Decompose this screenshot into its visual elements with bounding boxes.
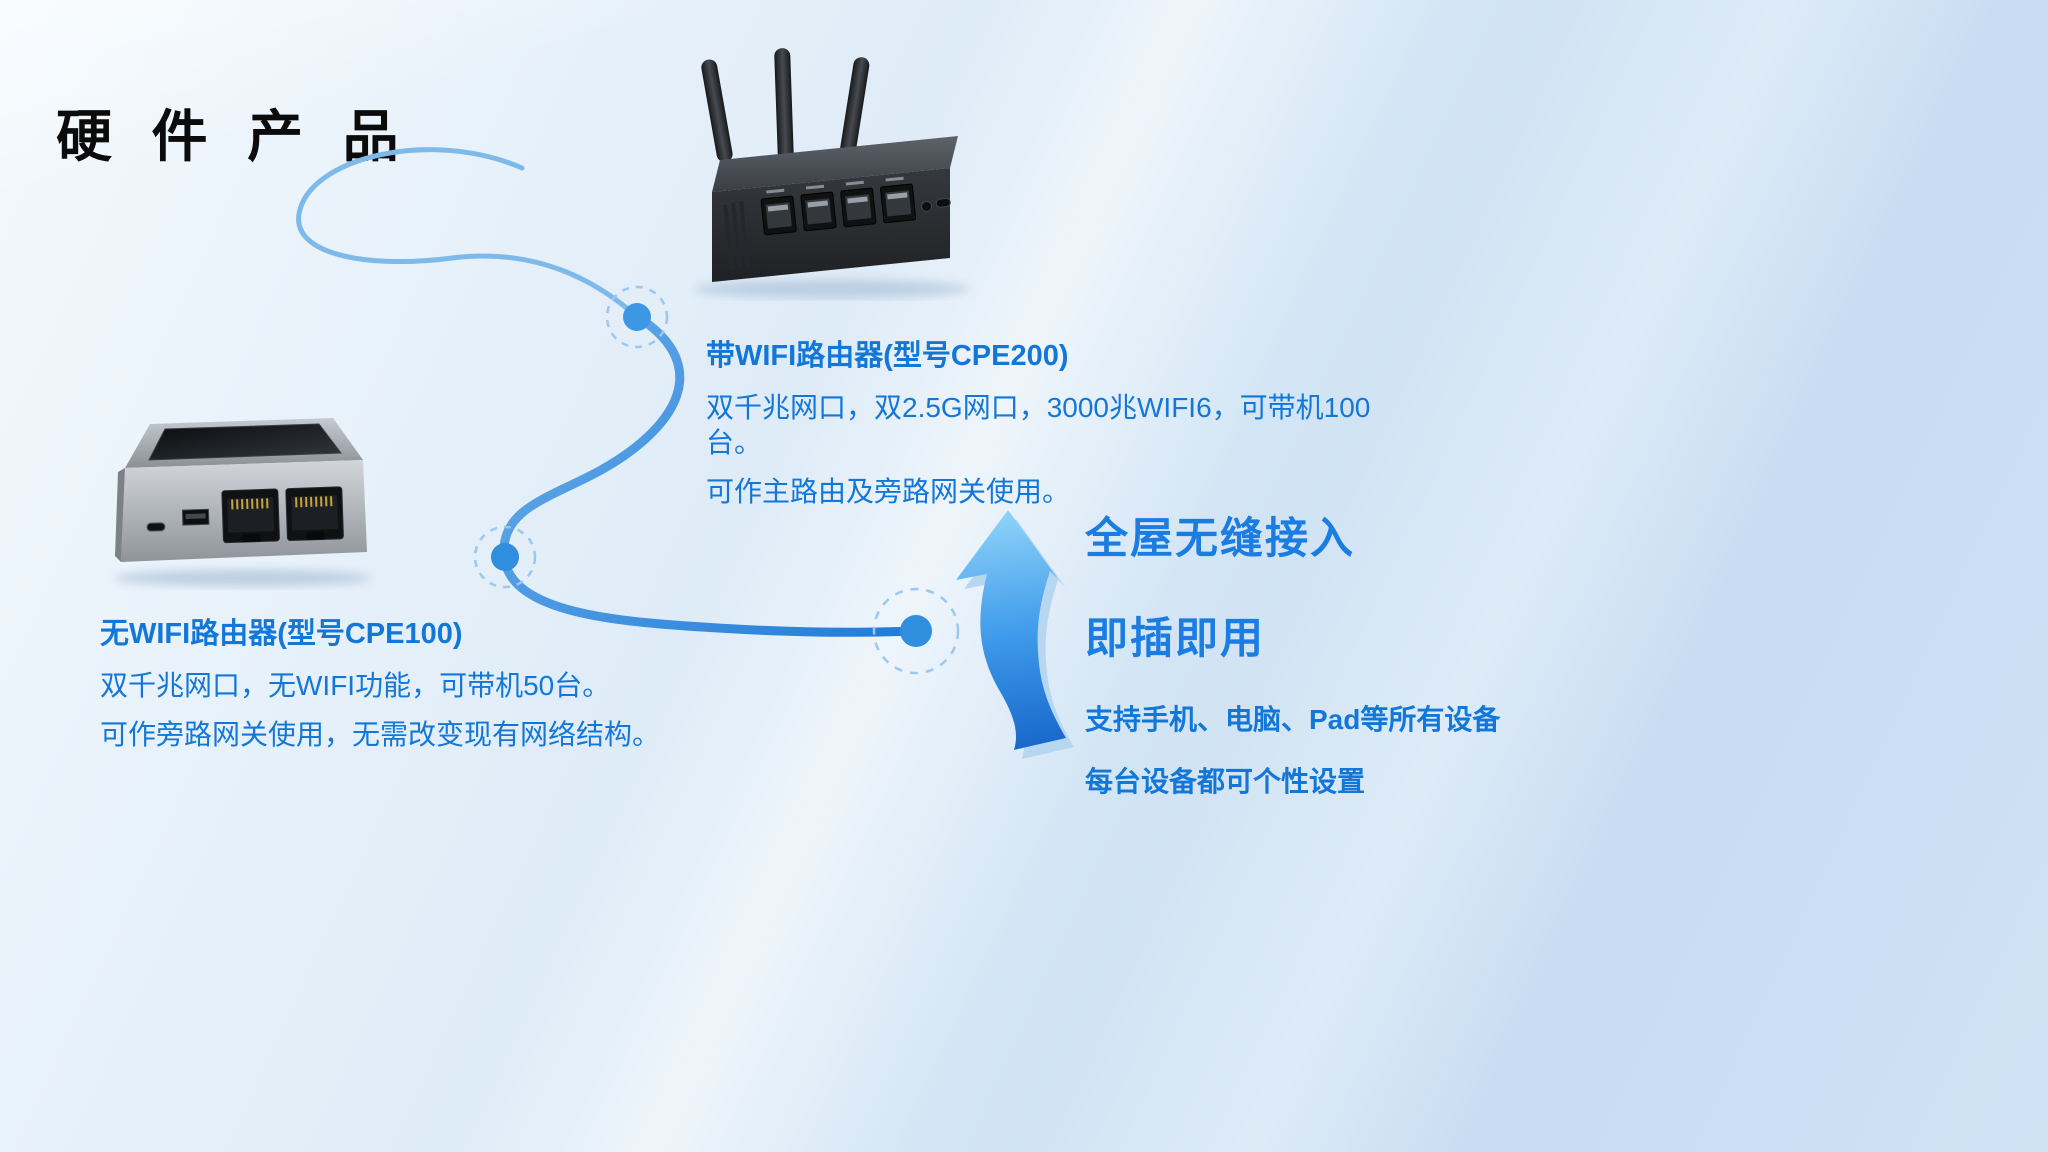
feature-headline-1: 全屋无缝接入 — [1085, 515, 1355, 563]
cpe200-desc-line1: 双千兆网口，双2.5G网口，3000兆WIFI6，可带机100台。 — [706, 392, 1371, 458]
cpe200-title: 带WIFI路由器(型号CPE200) — [706, 340, 1069, 372]
cpe100-text-block: 无WIFI路由器(型号CPE100) 双千兆网口，无WIFI功能，可带机50台。… — [100, 610, 720, 766]
usb-c-port-icon — [146, 522, 166, 532]
device-shadow — [694, 280, 970, 298]
cpe200-router-image — [694, 48, 970, 298]
cpe200-text-block: 带WIFI路由器(型号CPE200) 双千兆网口，双2.5G网口，3000兆WI… — [706, 332, 1426, 523]
antenna-icons — [701, 48, 870, 163]
cpe200-desc-line2: 可作主路由及旁路网关使用。 — [706, 476, 1071, 507]
ethernet-port — [880, 183, 917, 224]
usb-c-port-icon — [935, 198, 951, 208]
device-shadow — [113, 570, 373, 586]
ethernet-port — [285, 486, 344, 542]
up-arrow-icon — [956, 510, 1066, 750]
front-panel-details — [723, 176, 951, 271]
router-screen — [148, 423, 342, 461]
ethernet-port — [760, 195, 797, 236]
feature-text-block: 全屋无缝接入 即插即用 支持手机、电脑、Pad等所有设备 每台设备都可个性设置 — [1085, 504, 1645, 822]
cpe100-desc-line2: 可作旁路网关使用，无需改变现有网络结构。 — [100, 719, 661, 750]
feature-line-1: 支持手机、电脑、Pad等所有设备 — [1085, 704, 1501, 735]
reset-button-icon — [921, 201, 933, 213]
connection-node-2 — [473, 525, 537, 589]
usb-a-port-icon — [181, 508, 210, 526]
ethernet-port — [800, 191, 837, 232]
cpe100-desc-line1: 双千兆网口，无WIFI功能，可带机50台。 — [100, 670, 611, 701]
connection-node-3 — [872, 587, 960, 675]
feature-line-2: 每台设备都可个性设置 — [1085, 766, 1366, 797]
router-top-face — [712, 136, 958, 192]
page-title: 硬 件 产 品 — [56, 104, 411, 168]
cpe100-title: 无WIFI路由器(型号CPE100) — [100, 618, 463, 650]
squiggle-line — [296, 147, 639, 319]
front-panel-details — [146, 486, 344, 544]
cpe100-router-image — [113, 418, 373, 586]
ethernet-port — [840, 187, 877, 228]
connection-node-1 — [605, 285, 669, 349]
feature-headline-2: 即插即用 — [1085, 615, 1265, 663]
ethernet-port — [221, 488, 280, 544]
router-left-face — [115, 468, 125, 562]
